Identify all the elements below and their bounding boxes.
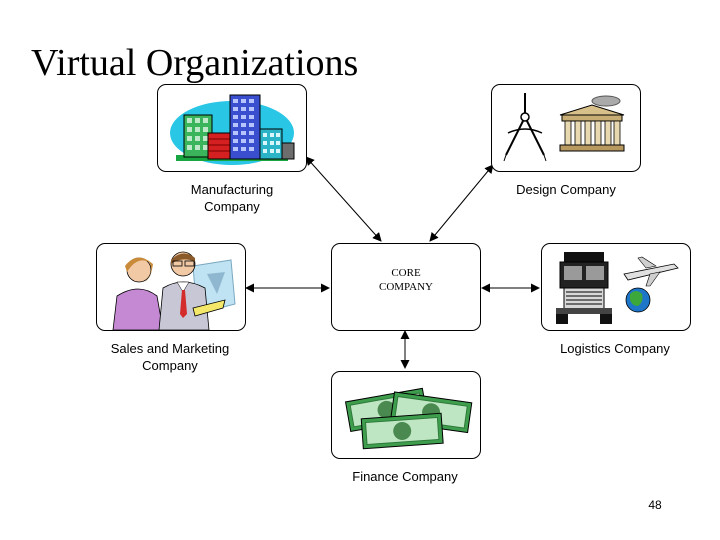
sales-label: Sales and Marketing Company <box>92 340 248 374</box>
core-node: CORE COMPANY <box>331 243 481 331</box>
edge-core-manufacturing <box>305 156 382 242</box>
truck-plane-icon <box>556 252 679 324</box>
edge-core-design <box>429 164 494 242</box>
slide-title: Virtual Organizations <box>31 42 359 84</box>
design-label: Design Company <box>516 182 616 197</box>
core-label: CORE COMPANY <box>332 266 480 294</box>
sales-label-line2: Company <box>142 358 198 373</box>
manufacturing-label: Manufacturing Company <box>172 181 292 215</box>
finance-label: Finance Company <box>352 469 458 484</box>
core-label-line1: CORE <box>391 267 421 279</box>
sales-node <box>96 243 246 331</box>
business-people-icon <box>112 251 236 330</box>
finance-node <box>331 371 481 459</box>
logistics-node <box>541 243 691 331</box>
city-buildings-icon <box>170 94 295 165</box>
money-bills-icon <box>344 387 473 450</box>
manufacturing-label-line2: Company <box>204 199 260 214</box>
logistics-label: Logistics Company <box>560 341 670 356</box>
compass-building-icon <box>503 93 625 162</box>
manufacturing-label-line1: Manufacturing <box>190 182 274 197</box>
design-node <box>491 84 641 172</box>
sales-label-line1: Sales and Marketing <box>110 341 230 356</box>
page-number: 48 <box>648 498 662 512</box>
core-label-line2: COMPANY <box>378 281 433 293</box>
manufacturing-node <box>157 84 307 172</box>
